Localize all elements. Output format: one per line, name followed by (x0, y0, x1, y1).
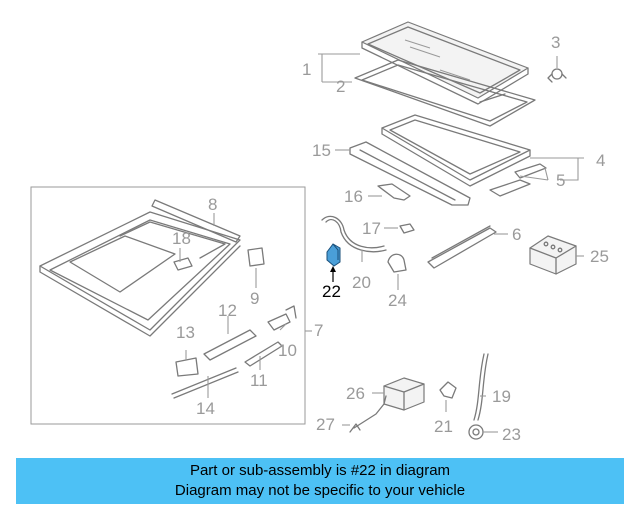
drain-valve-23 (468, 424, 498, 440)
part-16 (377, 183, 411, 201)
callout-4: 4 (596, 151, 605, 170)
cable-20 (321, 215, 387, 253)
motor-25 (529, 235, 577, 275)
callout-17: 17 (362, 219, 381, 238)
rail-6 (427, 225, 497, 269)
callout-26: 26 (346, 384, 365, 403)
hose-19 (473, 353, 489, 421)
parts-diagram: 1 2 3 4 5 6 7 8 9 10 11 12 13 14 15 16 1… (30, 21, 609, 444)
callout-11: 11 (250, 371, 268, 390)
leader-lines (179, 53, 584, 426)
inset-box-7 (30, 186, 306, 425)
glass-gasket (354, 59, 536, 127)
callout-7: 7 (314, 321, 323, 340)
callout-21: 21 (434, 417, 453, 436)
callout-6: 6 (512, 225, 521, 244)
callout-27: 27 (316, 415, 335, 434)
callout-19: 19 (492, 387, 511, 406)
guide-rail-parts (489, 163, 547, 197)
wind-deflector (349, 141, 471, 206)
screw-3 (547, 56, 567, 83)
callout-1: 1 (302, 60, 311, 79)
part-26 (383, 377, 425, 411)
callout-9: 9 (250, 289, 259, 308)
glass-panel (361, 21, 529, 105)
sunroof-frame (381, 114, 531, 187)
callout-20: 20 (352, 273, 371, 292)
callout-3: 3 (551, 33, 560, 52)
callout-23: 23 (502, 425, 521, 444)
part-24 (387, 253, 407, 273)
info-banner: Part or sub-assembly is #22 in diagram D… (16, 458, 624, 504)
part-27 (349, 395, 387, 433)
highlighted-part-22 (326, 243, 341, 282)
callout-24: 24 (388, 291, 407, 310)
banner-line-1: Part or sub-assembly is #22 in diagram (189, 462, 451, 479)
callout-2: 2 (336, 77, 345, 96)
callout-15: 15 (312, 141, 331, 160)
banner-line-2: Diagram may not be specific to your vehi… (174, 482, 466, 499)
callout-5: 5 (556, 171, 565, 190)
callout-8: 8 (208, 195, 217, 214)
callout-18: 18 (172, 229, 191, 248)
callout-13: 13 (176, 323, 195, 342)
callout-12: 12 (218, 301, 237, 320)
part-21 (439, 381, 457, 399)
callout-22: 22 (322, 282, 341, 301)
callout-25: 25 (590, 247, 609, 266)
callout-16: 16 (344, 187, 363, 206)
callout-10: 10 (278, 341, 297, 360)
part-17 (399, 223, 415, 234)
callout-14: 14 (196, 399, 215, 418)
